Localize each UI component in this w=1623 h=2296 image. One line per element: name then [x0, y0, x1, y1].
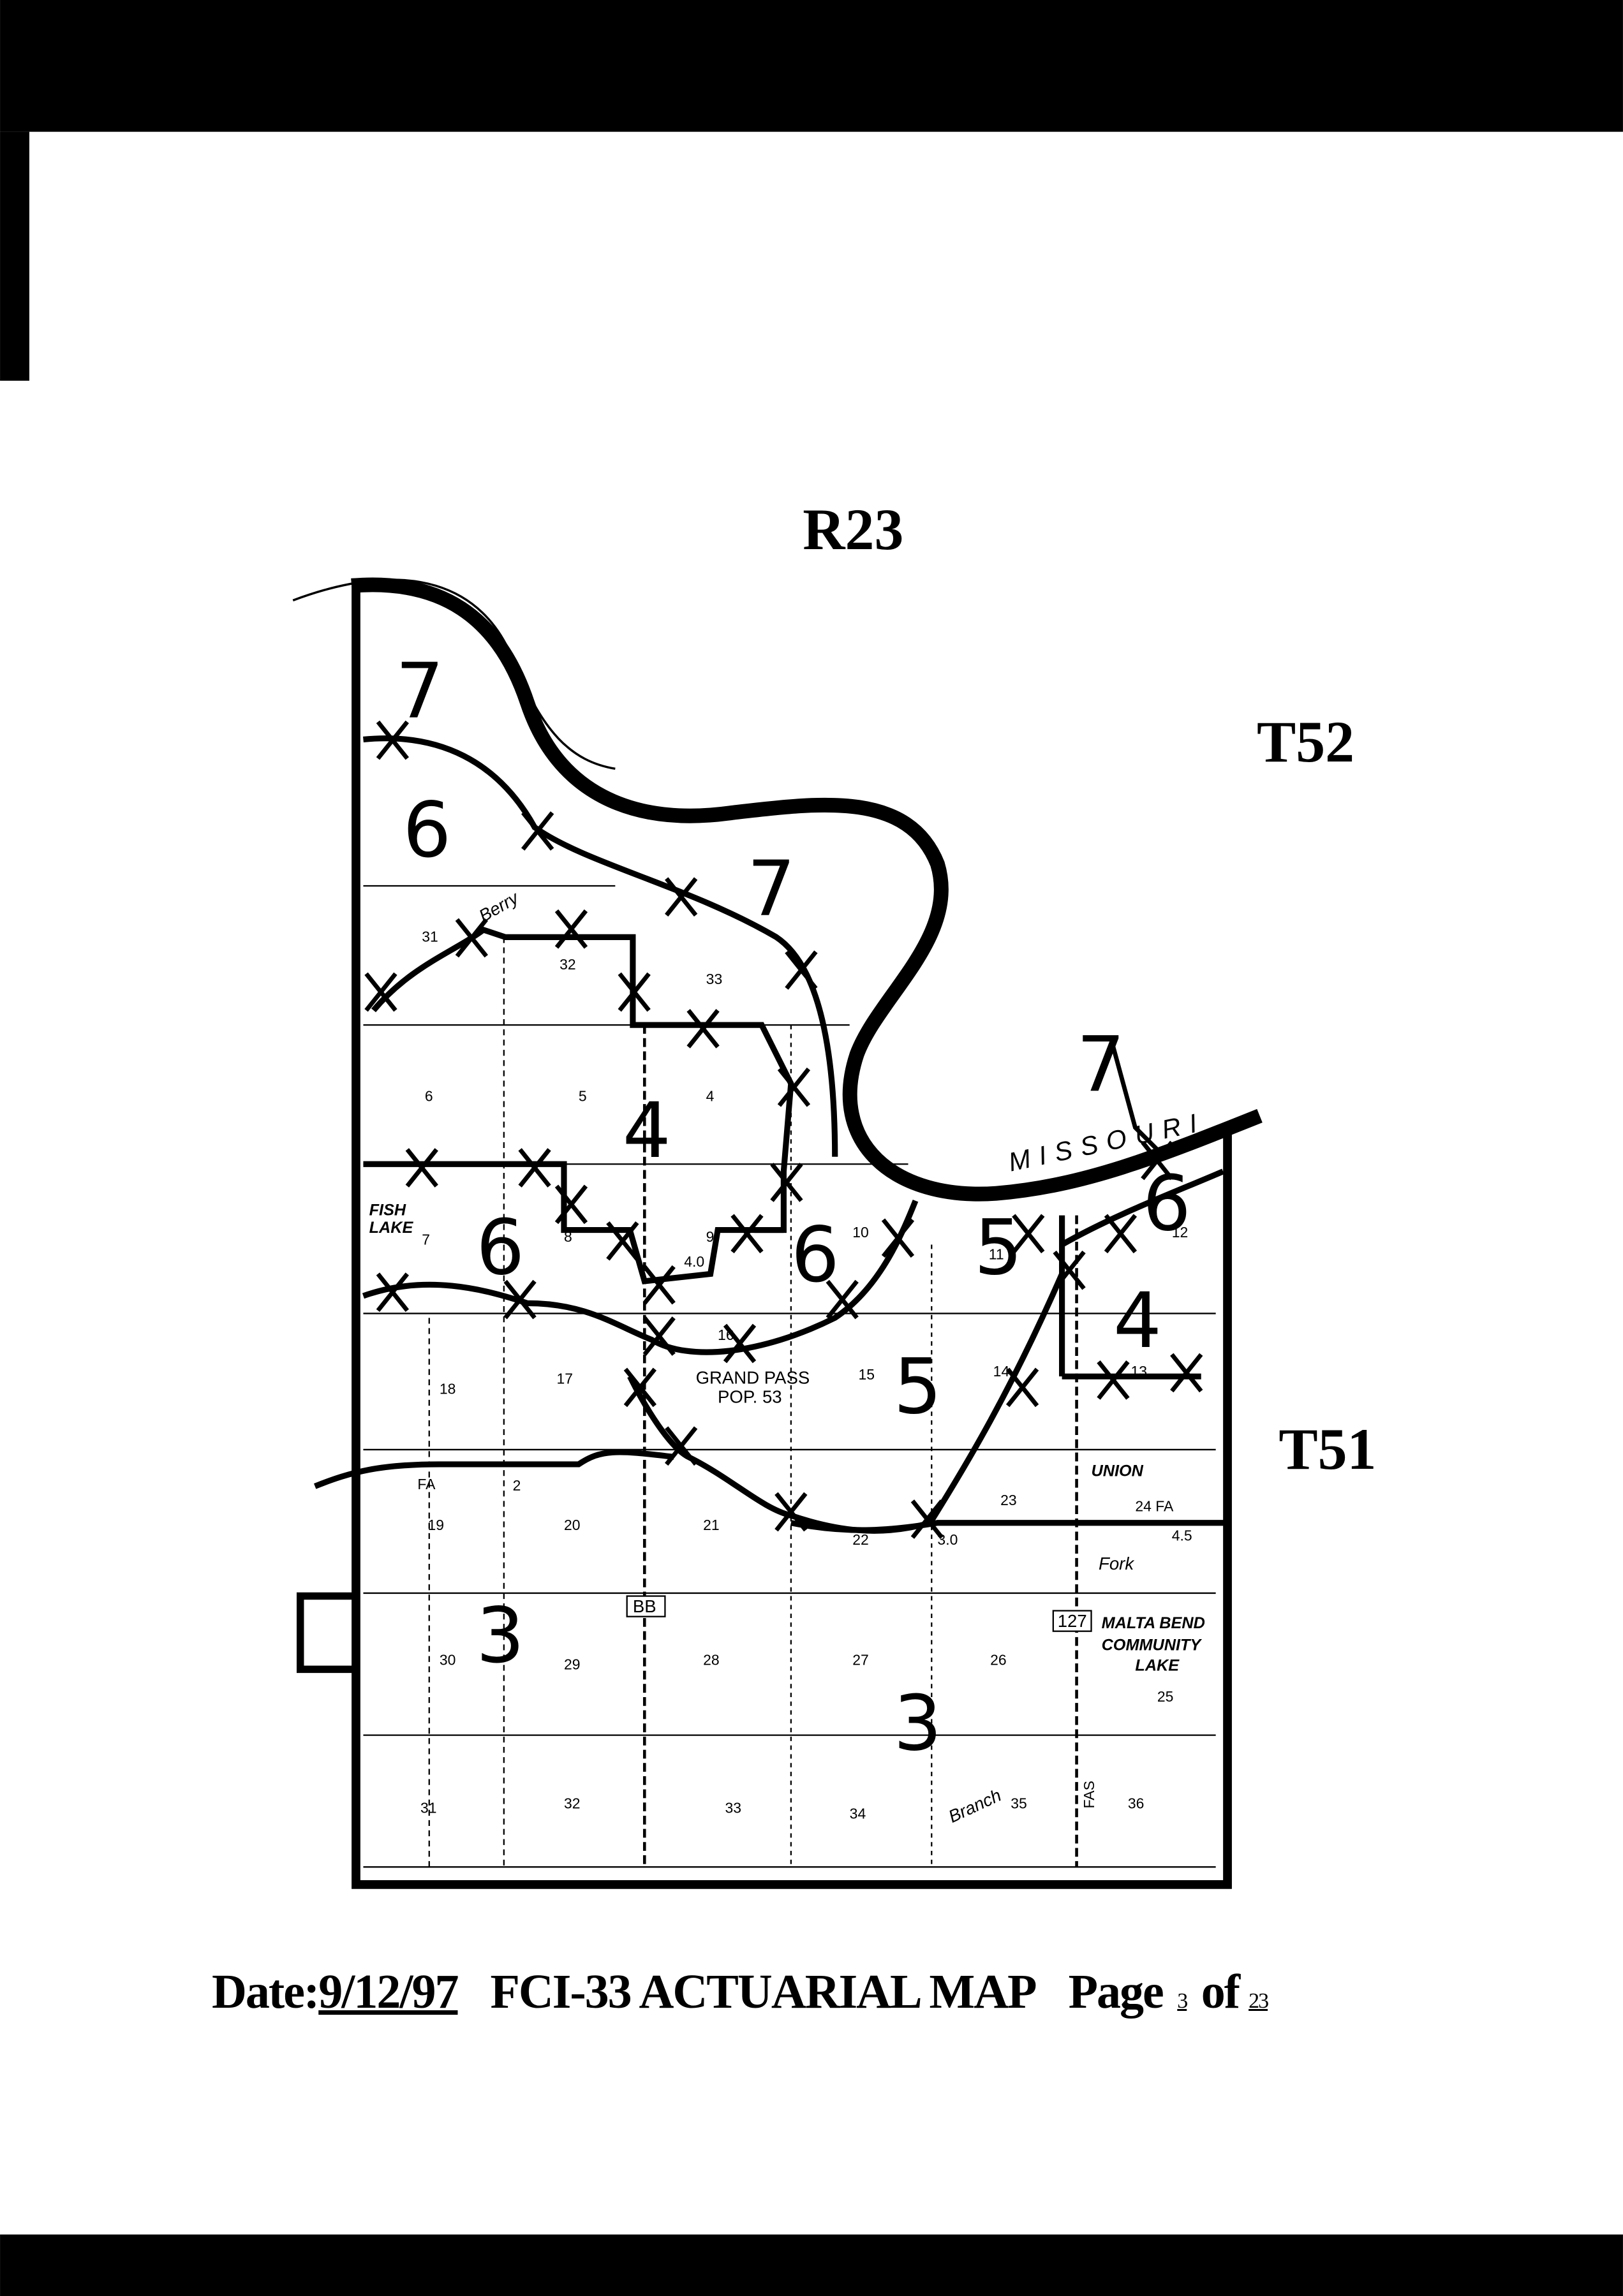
map-title: FCI-33 ACTUARIAL MAP: [490, 1965, 1037, 2019]
page-total: 23: [1249, 1989, 1269, 2013]
scan-border-bottom: [0, 2234, 1623, 2296]
scan-border-top: [0, 0, 1623, 132]
section-number: 33: [725, 1799, 742, 1816]
section-number: 4.5: [1172, 1527, 1192, 1543]
town-population: POP. 53: [718, 1387, 782, 1406]
zone-label: 6: [476, 1203, 524, 1292]
place-label: LAKE: [1135, 1657, 1180, 1675]
section-number: 35: [1011, 1795, 1027, 1811]
section-number: 9: [706, 1228, 715, 1245]
section-number: 18: [440, 1381, 456, 1397]
section-number: 21: [703, 1517, 720, 1533]
river-bank: [292, 578, 616, 770]
route-shield-127: [1052, 1610, 1092, 1632]
section-number: 13: [1131, 1363, 1148, 1380]
section-number: 19: [427, 1517, 444, 1533]
section-number: 4.0: [684, 1253, 704, 1270]
zone-label: 4: [623, 1087, 671, 1175]
range-label: R23: [803, 497, 903, 562]
zone-label: 7: [396, 647, 444, 736]
zone-label: 5: [894, 1343, 942, 1432]
place-label: MALTA BEND: [1102, 1614, 1205, 1632]
place-label: UNION: [1092, 1462, 1144, 1480]
zone-boundaries: [313, 735, 1228, 1534]
section-number: 15: [858, 1366, 875, 1383]
township-south-label: T51: [1278, 1417, 1376, 1482]
scan-border-left: [0, 131, 29, 381]
section-number: 31: [420, 1799, 437, 1816]
date-label: Date:: [212, 1965, 320, 2019]
section-number: 12: [1172, 1224, 1189, 1240]
route-shield-bb: [626, 1595, 666, 1617]
zone-label: 7: [747, 845, 796, 934]
section-number: 32: [564, 1795, 581, 1811]
section-number: 2: [513, 1477, 521, 1494]
section-number: 16: [718, 1327, 734, 1343]
zone-crossing-marks: [364, 720, 1203, 1539]
section-number: 4: [706, 1088, 715, 1105]
section-number: 7: [422, 1232, 430, 1248]
zone-label: 6: [403, 786, 451, 875]
section-number: 17: [557, 1371, 574, 1387]
zone-label: 5: [974, 1203, 1023, 1292]
county-boundary: [352, 578, 1232, 1889]
section-number: 10: [852, 1224, 869, 1240]
section-number: 3.0: [937, 1531, 958, 1548]
township-north-label: T52: [1257, 709, 1354, 774]
section-number: 22: [852, 1531, 869, 1548]
section-number: 8: [564, 1228, 572, 1245]
section-number: 6: [425, 1088, 433, 1105]
boundary-notch: [296, 1592, 356, 1674]
zone-pointer: [1111, 1046, 1166, 1159]
section-number: 26: [990, 1651, 1007, 1668]
zone-label: 4: [1113, 1277, 1162, 1365]
lake-label: Berry: [475, 887, 522, 926]
section-number: 32: [560, 956, 576, 973]
missouri-river: [351, 577, 1263, 1202]
section-number: 31: [422, 928, 438, 945]
section-number: 5: [579, 1088, 587, 1105]
section-number: 23: [1000, 1492, 1017, 1508]
section-grid: [363, 885, 1216, 1868]
place-label: COMMUNITY: [1102, 1637, 1203, 1654]
zone-label: 7: [1077, 1020, 1125, 1109]
of-label: of: [1201, 1965, 1240, 2019]
section-number: 34: [850, 1806, 866, 1822]
section-number: 36: [1128, 1795, 1145, 1811]
page-number: 3: [1177, 1989, 1188, 2013]
creek-label: Fork: [1099, 1554, 1134, 1573]
section-number: 14: [993, 1363, 1010, 1380]
section-number: 25: [1157, 1688, 1174, 1705]
town-label: GRAND PASS: [696, 1368, 810, 1388]
zone-label: 6: [791, 1211, 840, 1300]
zone-label: 6: [1143, 1160, 1191, 1249]
route-label: BB: [633, 1596, 656, 1616]
section-number: 29: [564, 1656, 581, 1672]
zone-label: 3: [894, 1680, 942, 1769]
date-value: 9/12/97: [318, 1965, 459, 2019]
page-label: Page: [1068, 1965, 1164, 2019]
creek-label: Branch: [945, 1785, 1004, 1827]
road-label: FAS: [1081, 1781, 1097, 1808]
section-numbers: 31 32 33 6 5 4 7 8 9 10 11 18 17 16 15 1…: [420, 928, 1192, 1821]
road-label: FA: [417, 1476, 436, 1492]
place-label: FISH: [369, 1202, 406, 1219]
section-number: 11: [989, 1246, 1004, 1262]
zone-label: 3: [476, 1592, 524, 1681]
road-label: 24 FA: [1135, 1498, 1174, 1514]
county-map: 7 6 7 4 6 6 5 6 4 5 7 3 3 MISSOURI FISH …: [292, 577, 1263, 1889]
section-number: 28: [703, 1651, 720, 1668]
section-number: 33: [706, 971, 723, 987]
zone-numbers: 7 6 7 4 6 6 5 6 4 5 7 3 3: [396, 647, 1191, 1769]
route-label: 127: [1058, 1611, 1087, 1631]
section-number: 20: [564, 1517, 581, 1533]
section-number: 27: [852, 1651, 869, 1668]
section-number: 30: [440, 1651, 456, 1668]
place-label: LAKE: [369, 1219, 414, 1237]
